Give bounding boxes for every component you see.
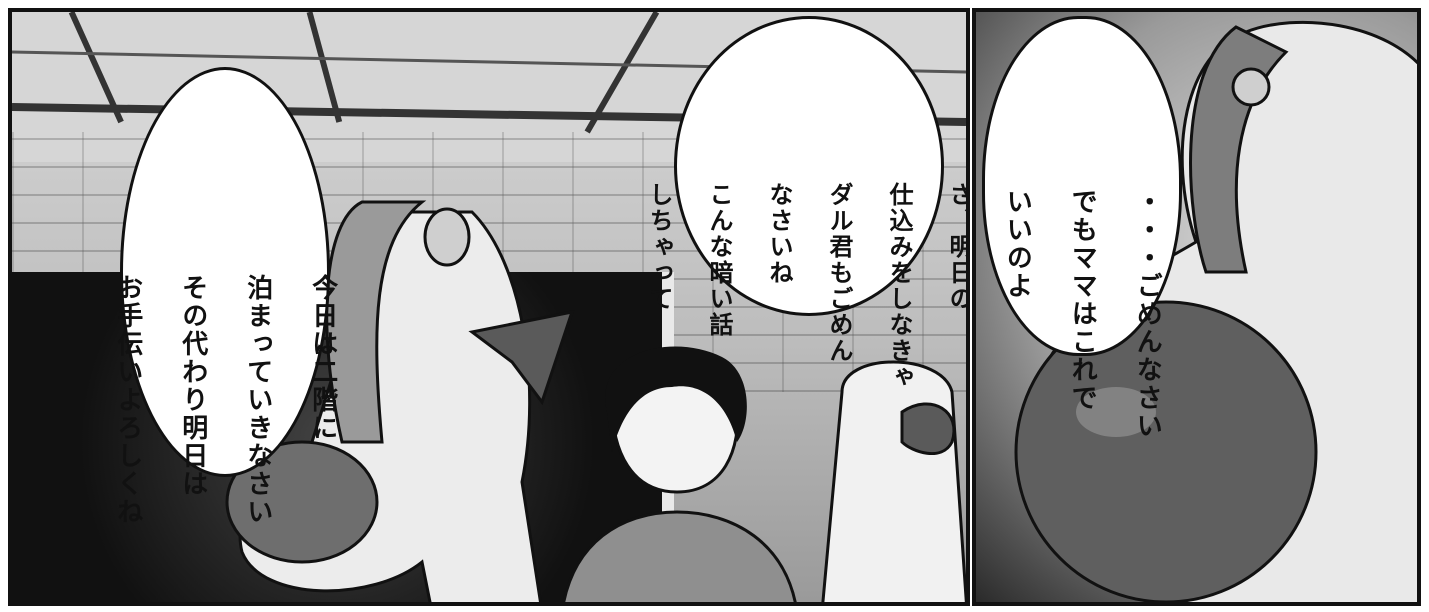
speech-line: お手伝いよろしくね (112, 274, 143, 526)
speech-line: 泊まっていきなさい (242, 274, 273, 526)
smiling-woman-closeup (1014, 20, 1417, 602)
succubus-woman-figure (225, 200, 575, 602)
speech-bubble-mama: ・・・ごめんなさい でもママはこれで いいのよ (982, 16, 1182, 440)
horned-girl-figure (821, 360, 966, 602)
speech-line: しちゃって (645, 182, 673, 312)
speech-line: その代わり明日は (177, 274, 208, 498)
left-panel: 今日は二階に 泊まっていきなさい その代わり明日は お手伝いよろしくね さ、明日… (8, 8, 970, 606)
speech-line: なさいね (765, 182, 793, 286)
young-man-figure (562, 346, 797, 602)
speech-line: でもママはこれで (1067, 188, 1098, 412)
right-panel: ・・・ごめんなさい でもママはこれで いいのよ (972, 8, 1421, 606)
speech-line: ダル君もごめん (825, 182, 853, 364)
speech-line: こんな暗い話 (705, 182, 733, 338)
speech-text: 今日は二階に 泊まっていきなさい その代わり明日は お手伝いよろしくね (79, 18, 372, 526)
speech-line: さ、明日の (945, 182, 970, 312)
speech-line: 仕込みをしなきゃ (885, 182, 913, 390)
speech-line: ・・・ごめんなさい (1132, 188, 1163, 440)
speech-text: ・・・ごめんなさい でもママはこれで いいのよ (976, 12, 1196, 440)
speech-bubble-apology: さ、明日の 仕込みをしなきゃ ダル君もごめん なさいね こんな暗い話 しちゃって (645, 16, 966, 390)
speech-text: さ、明日の 仕込みをしなきゃ ダル君もごめん なさいね こんな暗い話 しちゃって (614, 12, 970, 390)
speech-line: いいのよ (1002, 188, 1033, 300)
speech-line: 今日は二階に (307, 274, 338, 442)
speech-bubble-invite: 今日は二階に 泊まっていきなさい その代わり明日は お手伝いよろしくね (113, 67, 338, 526)
